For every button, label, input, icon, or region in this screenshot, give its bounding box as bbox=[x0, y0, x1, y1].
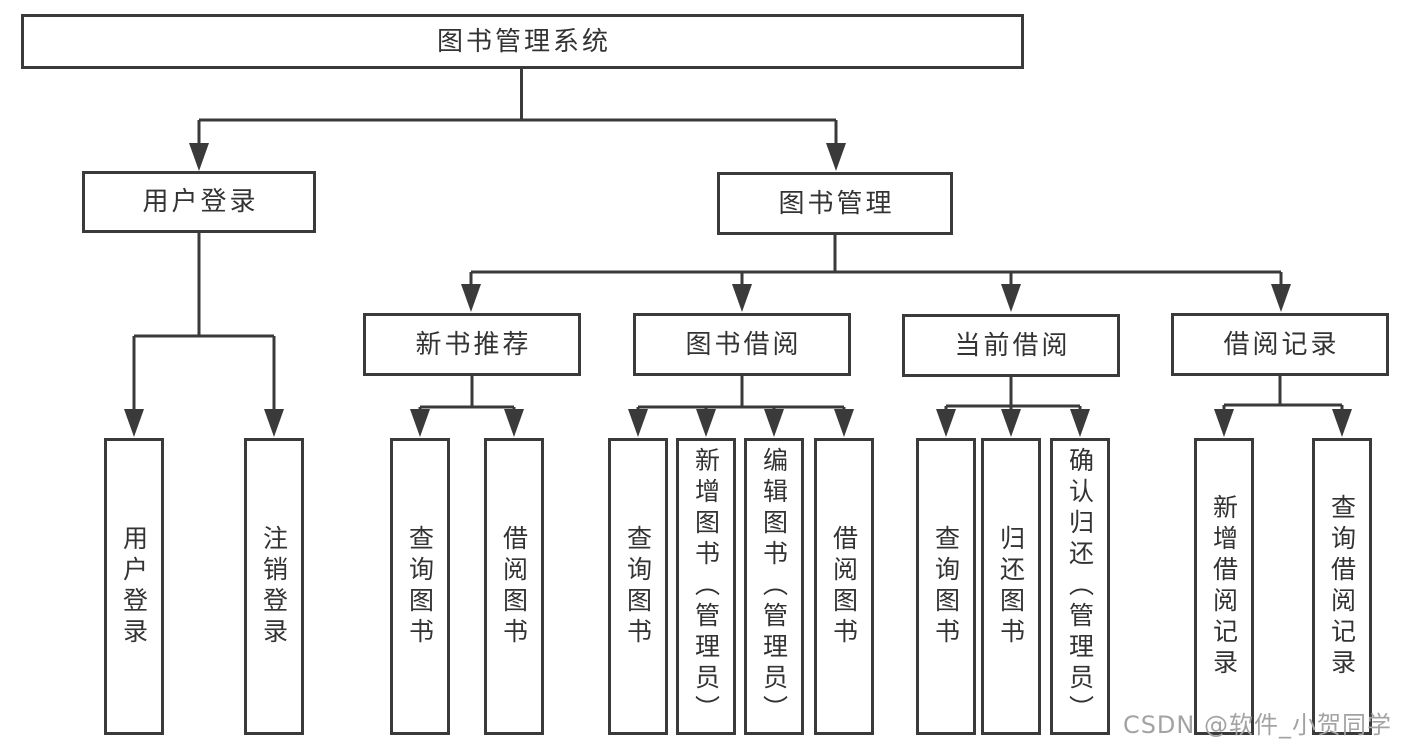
node-current-borrow: 当前借阅 bbox=[902, 314, 1120, 377]
node-cb-query-books: 查询图书 bbox=[916, 438, 976, 735]
connector-book-borrow-children bbox=[628, 376, 854, 437]
node-book-borrow-label: 图书借阅 bbox=[685, 329, 802, 360]
node-cb-confirm-return-admin: 确认归还（管理员） bbox=[1050, 438, 1110, 735]
node-bb-borrow-books: 借阅图书 bbox=[814, 438, 874, 735]
node-bb-edit-books-admin-label: 编辑图书（管理员） bbox=[759, 447, 789, 726]
connector-borrow-record-children bbox=[1214, 376, 1352, 437]
node-nr-query-books-label: 查询图书 bbox=[405, 524, 435, 649]
node-nr-borrow-books-label: 借阅图书 bbox=[499, 524, 529, 649]
node-user-login-label: 用户登录 bbox=[142, 187, 259, 217]
node-bb-edit-books-admin: 编辑图书（管理员） bbox=[744, 438, 804, 735]
node-cb-query-books-label: 查询图书 bbox=[931, 524, 961, 649]
node-cb-return-books: 归还图书 bbox=[981, 438, 1041, 735]
node-user-login-action-label: 用户登录 bbox=[119, 524, 149, 649]
connector-user-login-children bbox=[124, 233, 284, 437]
node-borrow-record-label: 借阅记录 bbox=[1223, 329, 1340, 360]
node-br-add-record-label: 新增借阅记录 bbox=[1209, 493, 1239, 680]
node-library-system-label: 图书管理系统 bbox=[436, 26, 611, 57]
node-library-system: 图书管理系统 bbox=[21, 14, 1024, 69]
node-nr-query-books: 查询图书 bbox=[390, 438, 450, 735]
node-bb-borrow-books-label: 借阅图书 bbox=[829, 524, 859, 649]
node-user-login: 用户登录 bbox=[82, 171, 316, 233]
node-bb-add-books-admin-label: 新增图书（管理员） bbox=[691, 447, 721, 726]
node-borrow-record: 借阅记录 bbox=[1171, 313, 1389, 376]
connector-new-book-rec-children bbox=[410, 376, 524, 437]
node-br-query-record: 查询借阅记录 bbox=[1312, 438, 1372, 735]
node-current-borrow-label: 当前借阅 bbox=[954, 330, 1071, 361]
connector-book-mgmt-to-level3 bbox=[461, 235, 1291, 312]
watermark: CSDN @软件_小贺同学 bbox=[1122, 711, 1392, 739]
node-br-add-record: 新增借阅记录 bbox=[1194, 438, 1254, 735]
node-cb-return-books-label: 归还图书 bbox=[996, 524, 1026, 649]
node-cb-confirm-return-admin-label: 确认归还（管理员） bbox=[1065, 447, 1095, 726]
node-new-book-rec: 新书推荐 bbox=[363, 313, 581, 376]
node-new-book-rec-label: 新书推荐 bbox=[415, 329, 532, 360]
node-logout-label: 注销登录 bbox=[259, 524, 289, 649]
node-nr-borrow-books: 借阅图书 bbox=[484, 438, 544, 735]
node-bb-query-books: 查询图书 bbox=[608, 438, 668, 735]
node-br-query-record-label: 查询借阅记录 bbox=[1327, 493, 1357, 680]
node-bb-query-books-label: 查询图书 bbox=[623, 524, 653, 649]
connector-root-to-level2 bbox=[189, 69, 846, 171]
node-book-mgmt-label: 图书管理 bbox=[778, 188, 895, 219]
node-book-mgmt: 图书管理 bbox=[717, 172, 953, 235]
node-book-borrow: 图书借阅 bbox=[633, 313, 851, 376]
node-user-login-action: 用户登录 bbox=[104, 438, 164, 735]
node-logout: 注销登录 bbox=[244, 438, 304, 735]
node-bb-add-books-admin: 新增图书（管理员） bbox=[676, 438, 736, 735]
connector-current-borrow-children bbox=[936, 377, 1090, 437]
